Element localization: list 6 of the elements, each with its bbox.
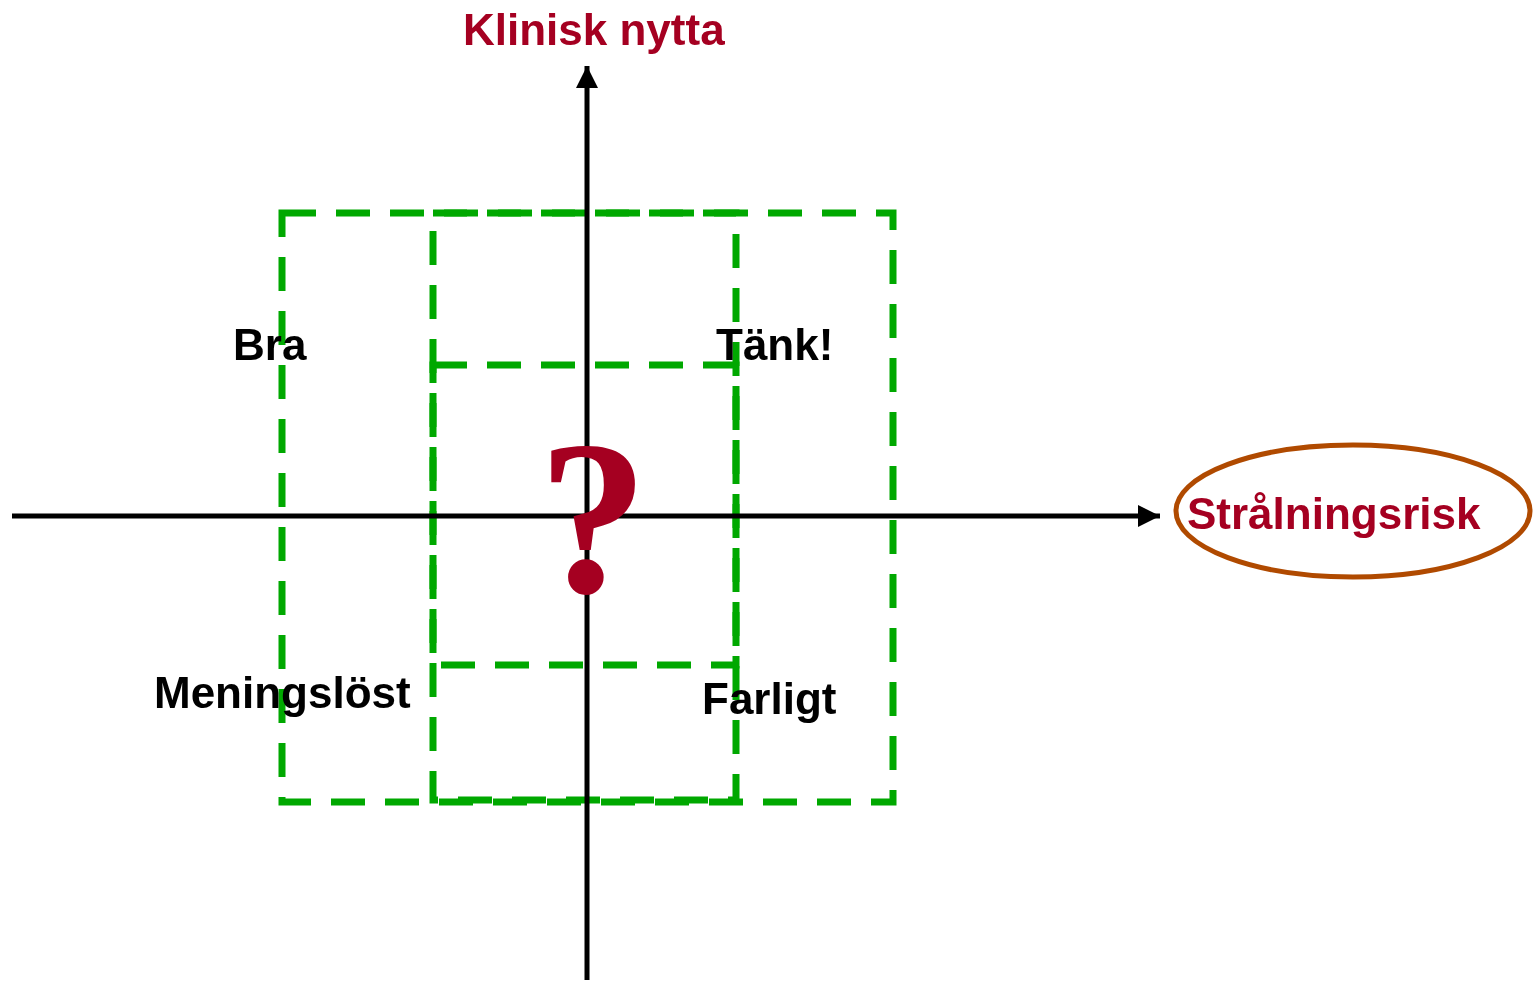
quadrant-label: Meningslöst [154,671,411,715]
axis-label: Strålningsrisk [1187,492,1481,536]
quadrant-label: Farligt [702,677,837,721]
quadrant-label: Bra [233,323,307,367]
quadrant-label: Tänk! [716,323,834,367]
axis-label: Klinisk nytta [463,8,725,52]
